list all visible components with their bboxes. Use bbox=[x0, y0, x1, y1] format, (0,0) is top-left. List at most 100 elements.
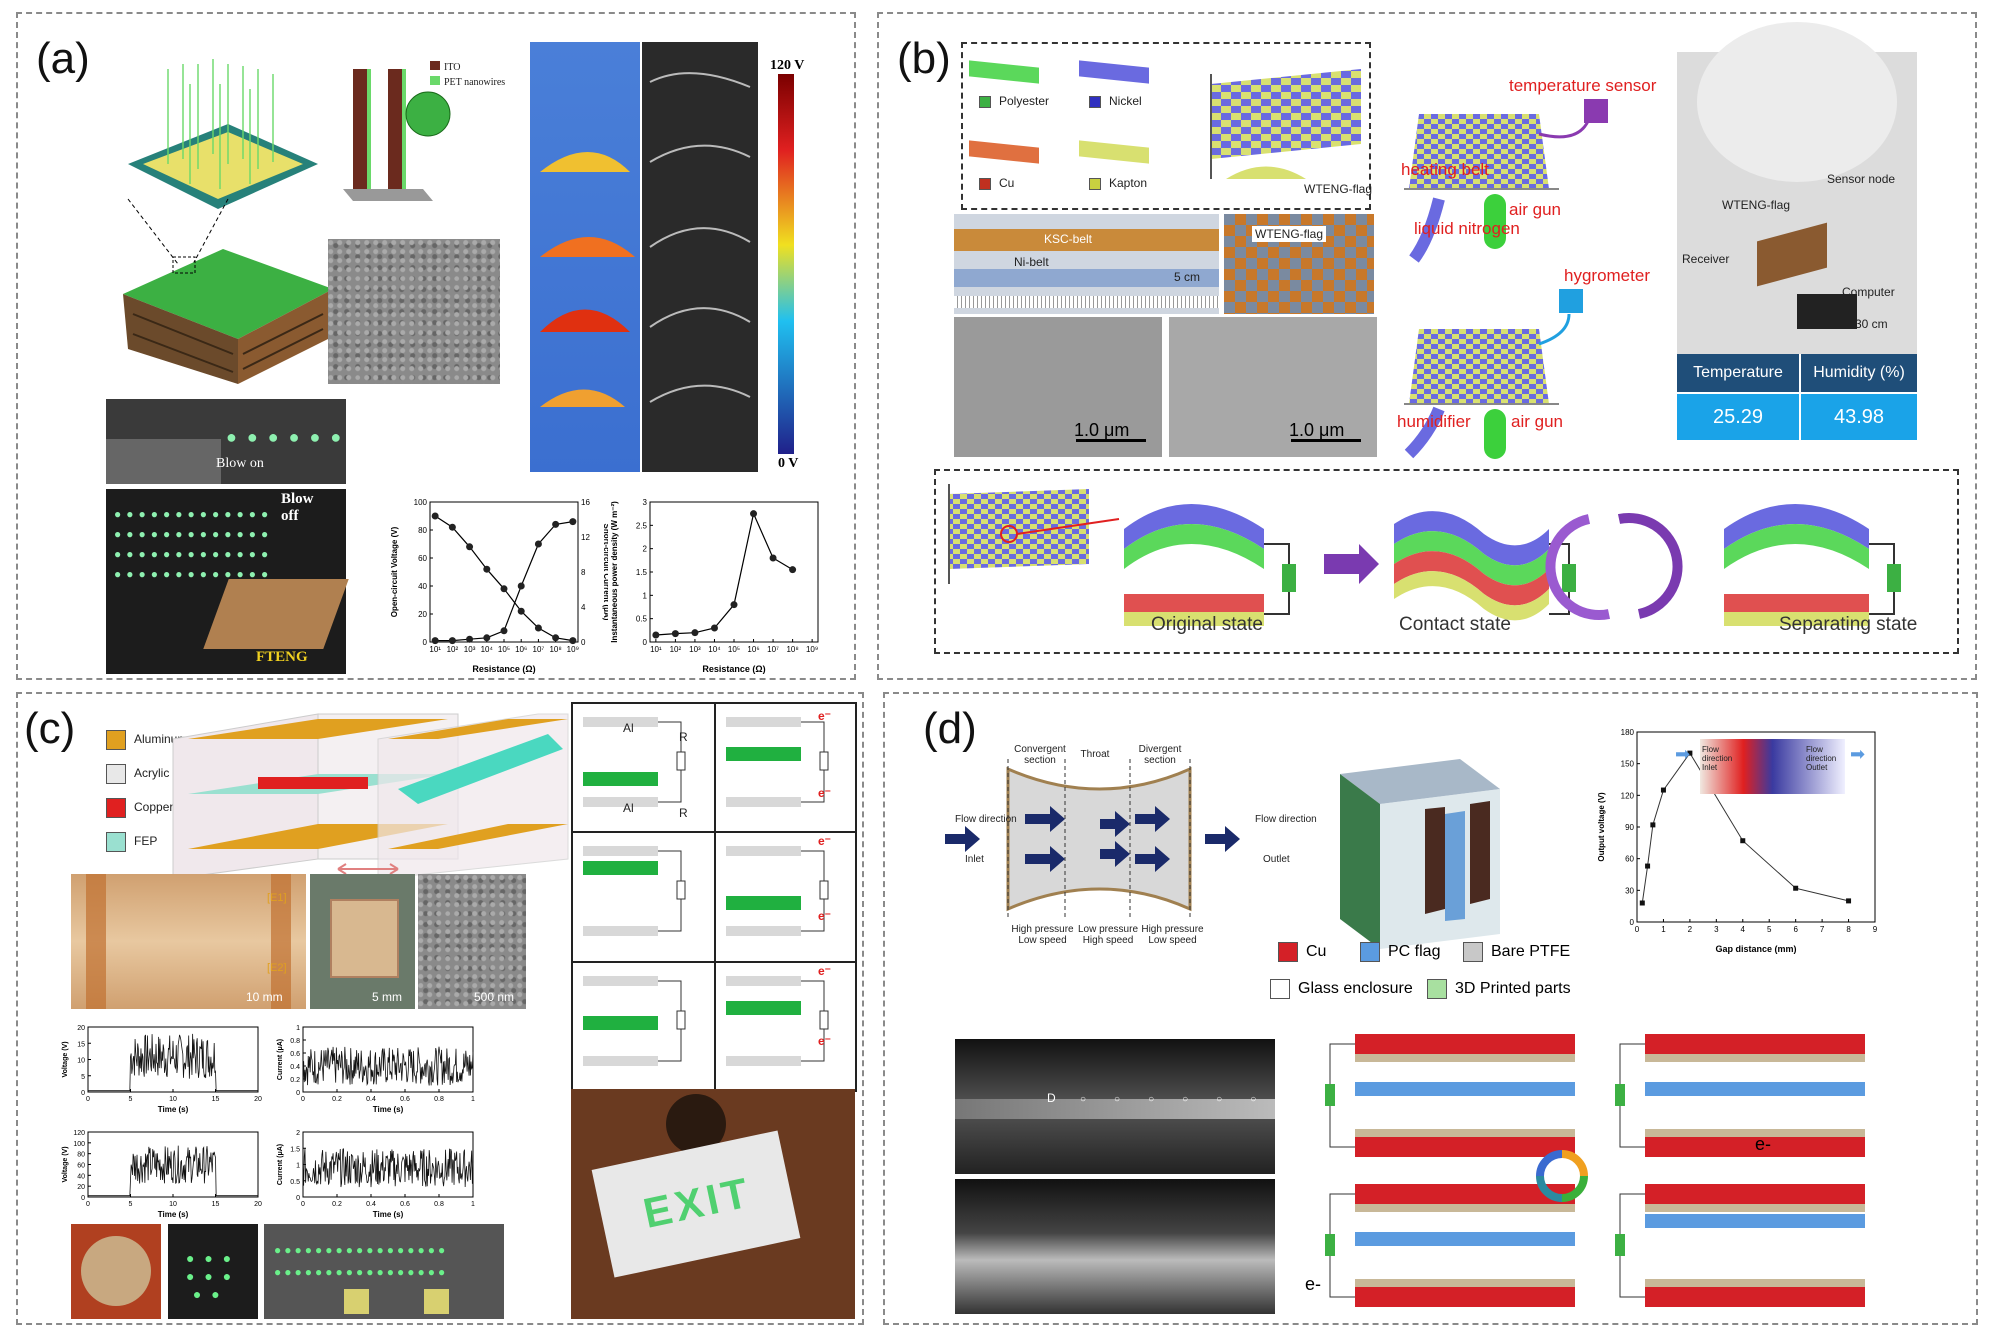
y-axis-label: Current (μA) bbox=[277, 1039, 284, 1080]
electron-label-5: e⁻ bbox=[818, 964, 832, 978]
sensor-table-value-humidity: 43.98 bbox=[1801, 394, 1917, 440]
y-tick-label: 20 bbox=[77, 1184, 85, 1191]
x-tick-label: 10⁹ bbox=[806, 645, 818, 654]
data-point bbox=[1660, 787, 1666, 793]
liquid-nitrogen-label: liquid nitrogen bbox=[1414, 219, 1520, 238]
load bbox=[1615, 1084, 1625, 1106]
y-tick-label: 100 bbox=[73, 1141, 85, 1148]
ptfe-layer bbox=[1355, 1054, 1575, 1062]
x-tick-label: 8 bbox=[1846, 925, 1851, 934]
x-tick-label: 10⁸ bbox=[549, 645, 561, 654]
y-axis-label: Output voltage (V) bbox=[1597, 792, 1606, 862]
aluminum-top bbox=[726, 976, 801, 986]
working-principle-schematic bbox=[583, 717, 829, 1066]
y-axis-label: Voltage (V) bbox=[62, 1041, 69, 1077]
belt2-label: Ni-belt bbox=[1014, 255, 1049, 269]
plot-frame bbox=[87, 1131, 259, 1198]
y-tick-label: 0 bbox=[296, 1090, 300, 1097]
scale-5mm: 5 mm bbox=[372, 990, 402, 1004]
data-point bbox=[483, 634, 491, 642]
data-point bbox=[1846, 898, 1852, 904]
x-tick-label: 10⁵ bbox=[728, 645, 740, 654]
al-label-bottom: Al bbox=[623, 801, 634, 815]
y-tick-label: 20 bbox=[77, 1025, 85, 1032]
data-point bbox=[1687, 750, 1693, 756]
state-original: Original state bbox=[1151, 614, 1263, 635]
inset-arrow-right: ➡ bbox=[1850, 744, 1866, 764]
belts-photo: KSC-belt Ni-belt 5 cm bbox=[954, 214, 1219, 314]
device-photo-1: [E1] [E2] 10 mm bbox=[71, 874, 306, 1009]
flow-inset: Flow direction Inlet Flow direction Outl… bbox=[1700, 739, 1845, 794]
material-polyester: Polyester bbox=[979, 94, 1049, 108]
panel-d: (d) Convergent section Throat Divergent … bbox=[883, 692, 1978, 1325]
data-point bbox=[1650, 822, 1656, 828]
panel-c-label: (c) bbox=[24, 704, 76, 753]
data-point bbox=[483, 565, 491, 573]
data-point bbox=[500, 627, 508, 635]
pc-flag bbox=[1645, 1082, 1865, 1096]
ptfe-layer bbox=[1645, 1279, 1865, 1287]
legend-cu: Cu bbox=[1278, 942, 1326, 962]
y-tick-label: 15 bbox=[77, 1041, 85, 1048]
air-gun-label-1: air gun bbox=[1509, 200, 1561, 219]
cu-electrode bbox=[1645, 1137, 1865, 1157]
y-tick-label: 2 bbox=[296, 1130, 300, 1137]
material-kapton: Kapton bbox=[1089, 176, 1147, 190]
x-tick-label: 10⁷ bbox=[533, 645, 545, 654]
series-line bbox=[435, 521, 573, 642]
x-tick-label: 10⁵ bbox=[498, 645, 510, 654]
data-point bbox=[431, 637, 439, 645]
fep-film bbox=[583, 861, 658, 875]
load bbox=[1325, 1084, 1335, 1106]
y-tick-label: 100 bbox=[414, 498, 428, 507]
hygrometer-label: hygrometer bbox=[1564, 266, 1650, 285]
y-tick-label: 150 bbox=[1621, 760, 1635, 769]
gap-d-label: D bbox=[1047, 1091, 1056, 1105]
x-tick-label: 4 bbox=[1741, 925, 1746, 934]
data-point bbox=[569, 518, 577, 526]
data-point bbox=[534, 624, 542, 632]
flag-label-photo: WTENG-flag bbox=[1722, 198, 1791, 212]
resistor bbox=[676, 751, 686, 771]
y-tick-label: 60 bbox=[77, 1163, 85, 1170]
panel-a: (a) ITO PE bbox=[16, 12, 856, 680]
ptfe-layer bbox=[1355, 1279, 1575, 1287]
x-tick-label: 1 bbox=[471, 1201, 475, 1208]
exit-sign-photo: EXIT bbox=[571, 1089, 855, 1319]
x-tick-label: 10² bbox=[670, 645, 682, 654]
aluminum-bottom bbox=[583, 1056, 658, 1066]
blow-on-label: Blow on bbox=[216, 456, 264, 471]
electrode-e2: [E2] bbox=[267, 962, 287, 974]
data-point bbox=[569, 637, 577, 645]
pc-flag bbox=[1355, 1232, 1575, 1246]
y-tick-label: 40 bbox=[418, 582, 427, 591]
load bbox=[1325, 1234, 1335, 1256]
x-axis-label: Time (s) bbox=[158, 1105, 189, 1114]
y-tick-label: 60 bbox=[418, 554, 427, 563]
sensor-table-header-temperature: Temperature (°C) bbox=[1677, 354, 1799, 419]
wteng-flag-label: WTENG-flag bbox=[1304, 182, 1373, 196]
x-tick-label: 0.2 bbox=[332, 1201, 342, 1208]
y-tick-label: 0.6 bbox=[290, 1051, 300, 1058]
y-tick-label: 0 bbox=[81, 1090, 85, 1097]
y2-tick-label: 8 bbox=[581, 568, 586, 577]
data-point bbox=[730, 601, 738, 609]
checkered-flag bbox=[1210, 69, 1361, 179]
outlet-label: Outlet bbox=[1263, 854, 1290, 865]
resistor bbox=[819, 751, 829, 771]
section-convergent: Convergent section bbox=[1014, 744, 1066, 766]
fteng-label: FTENG bbox=[256, 649, 308, 665]
aluminum-top bbox=[583, 846, 658, 856]
electron-label-2: e⁻ bbox=[818, 786, 832, 800]
x-tick-label: 10⁷ bbox=[767, 645, 779, 654]
signal-trace bbox=[302, 1046, 474, 1086]
sensor-table-value-temperature: 25.29 bbox=[1677, 394, 1799, 440]
x-tick-label: 0 bbox=[86, 1096, 90, 1103]
balloon-photo: Sensor node WTENG-flag Receiver Computer… bbox=[1677, 22, 1917, 354]
y-tick-label: 0 bbox=[1630, 918, 1635, 927]
material-cu: Cu bbox=[979, 176, 1014, 190]
sem-image-b2: 1.0 μm bbox=[1169, 317, 1377, 457]
